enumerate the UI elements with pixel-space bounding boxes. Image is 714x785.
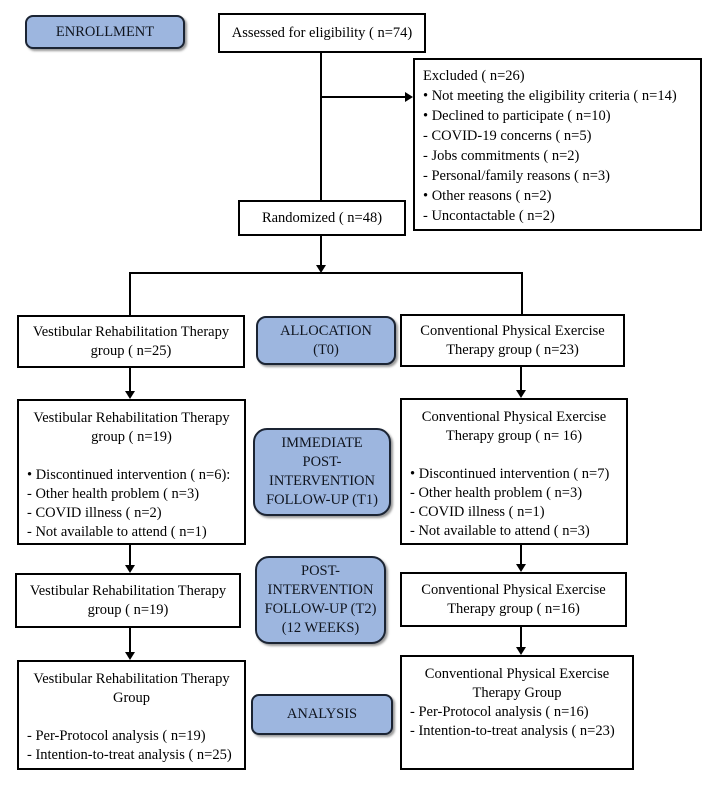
analysis-left-title-line: Group <box>112 690 151 706</box>
excluded-title: Excluded ( n=26) <box>423 68 525 84</box>
t2-right-line: Therapy group ( n=16) <box>447 600 580 617</box>
stage-t1-line: POST- <box>302 454 342 470</box>
stage-allocation-line: (T0) <box>313 341 339 358</box>
t2-left-line: Vestibular Rehabilitation Therapy <box>29 582 227 599</box>
stage-t2-line: (12 WEEKS) <box>281 620 360 636</box>
excluded-box: Excluded ( n=26) • Not meeting the eligi… <box>413 58 702 231</box>
connector-t2right-analysisright <box>520 627 522 647</box>
arrowhead-t1-right <box>516 390 526 398</box>
excluded-item: • Not meeting the eligibility criteria (… <box>423 88 677 104</box>
t1-right-title-line: Conventional Physical Exercise <box>421 409 607 425</box>
t2-right-box: Conventional Physical Exercise Therapy g… <box>400 572 627 627</box>
stage-t2-followup: POST- INTERVENTION FOLLOW-UP (T2) (12 WE… <box>255 556 386 644</box>
arrowhead-excluded <box>405 92 413 102</box>
connector-assessed-randomized <box>320 53 322 200</box>
spacer <box>19 447 244 466</box>
allocation-left-box: Vestibular Rehabilitation Therapy group … <box>17 315 245 368</box>
analysis-right-title-line: Conventional Physical Exercise <box>424 666 610 682</box>
t2-right-line: Conventional Physical Exercise <box>421 581 606 598</box>
analysis-right-title-line: Therapy Group <box>472 685 562 701</box>
randomized-text: Randomized ( n=48) <box>261 209 383 226</box>
connector-to-excluded <box>321 96 405 98</box>
analysis-right-box: Conventional Physical Exercise Therapy G… <box>400 655 634 770</box>
arrowhead-analysis-left <box>125 652 135 660</box>
assessed-eligibility-text: Assessed for eligibility ( n=74) <box>231 24 413 41</box>
t1-left-item: - Other health problem ( n=3) <box>27 486 200 502</box>
stage-t2-line: FOLLOW-UP (T2) <box>264 601 377 617</box>
stage-analysis: ANALYSIS <box>251 694 393 735</box>
t1-right-item: - COVID illness ( n=1) <box>410 504 545 520</box>
allocation-right-line: Therapy group ( n=23) <box>446 341 579 358</box>
arrowhead-t2-left <box>125 565 135 573</box>
stage-enrollment-label: ENROLLMENT <box>55 23 155 40</box>
connector-t2left-analysisleft <box>129 628 131 652</box>
analysis-left-title-line: Vestibular Rehabilitation Therapy <box>33 671 230 687</box>
randomized-box: Randomized ( n=48) <box>238 200 406 236</box>
stage-analysis-label: ANALYSIS <box>286 706 358 722</box>
allocation-right-line: Conventional Physical Exercise <box>420 322 605 339</box>
excluded-item: - Personal/family reasons ( n=3) <box>423 168 610 184</box>
stage-t1-line: INTERVENTION <box>269 473 375 489</box>
excluded-item: - Uncontactable ( n=2) <box>423 208 555 224</box>
allocation-right-box: Conventional Physical Exercise Therapy g… <box>400 314 625 367</box>
allocation-left-line: Vestibular Rehabilitation Therapy <box>32 323 230 340</box>
analysis-right-item: - Intention-to-treat analysis ( n=23) <box>410 723 615 739</box>
t1-left-item: - Not available to attend ( n=1) <box>27 524 207 540</box>
t2-left-line: group ( n=19) <box>87 601 169 618</box>
stage-enrollment: ENROLLMENT <box>25 15 185 49</box>
excluded-item: - COVID-19 concerns ( n=5) <box>423 128 592 144</box>
connector-randomized-split <box>320 236 322 266</box>
stage-allocation-line: ALLOCATION <box>280 322 372 339</box>
connector-allocleft-t1left <box>129 368 131 391</box>
arrowhead-t1-left <box>125 391 135 399</box>
arrowhead-split <box>316 265 326 273</box>
analysis-left-item: - Intention-to-treat analysis ( n=25) <box>27 747 232 763</box>
t1-right-item: • Discontinued intervention ( n=7) <box>410 466 610 482</box>
t1-left-title-line: Vestibular Rehabilitation Therapy <box>33 410 230 426</box>
t2-left-box: Vestibular Rehabilitation Therapy group … <box>15 573 241 628</box>
stage-t2-line: POST- <box>301 563 340 579</box>
split-horizontal-line <box>129 272 523 274</box>
connector-split-right <box>521 272 523 314</box>
assessed-eligibility-box: Assessed for eligibility ( n=74) <box>218 13 426 53</box>
connector-t1left-t2left <box>129 545 131 565</box>
analysis-right-item: - Per-Protocol analysis ( n=16) <box>410 704 589 720</box>
t1-left-title-line: group ( n=19) <box>91 429 172 445</box>
stage-t2-line: INTERVENTION <box>267 582 374 598</box>
t1-right-item: - Other health problem ( n=3) <box>410 485 583 501</box>
stage-t1-line: FOLLOW-UP (T1) <box>266 492 378 508</box>
connector-allocright-t1right <box>520 367 522 390</box>
spacer <box>19 708 244 727</box>
t1-right-item: - Not available to attend ( n=3) <box>410 523 590 539</box>
stage-t1-followup: IMMEDIATE POST- INTERVENTION FOLLOW-UP (… <box>253 428 391 516</box>
allocation-left-line: group ( n=25) <box>90 342 172 359</box>
excluded-item: - Jobs commitments ( n=2) <box>423 148 580 164</box>
connector-t1right-t2right <box>520 545 522 564</box>
excluded-item: • Declined to participate ( n=10) <box>423 108 611 124</box>
excluded-item: • Other reasons ( n=2) <box>423 188 552 204</box>
arrowhead-analysis-right <box>516 647 526 655</box>
connector-split-left <box>129 272 131 315</box>
stage-allocation: ALLOCATION (T0) <box>256 316 396 365</box>
t1-left-item: • Discontinued intervention ( n=6): <box>27 467 231 483</box>
t1-left-item: - COVID illness ( n=2) <box>27 505 162 521</box>
stage-t1-line: IMMEDIATE <box>281 435 363 451</box>
analysis-left-item: - Per-Protocol analysis ( n=19) <box>27 728 206 744</box>
spacer <box>402 446 626 465</box>
t1-left-box: Vestibular Rehabilitation Therapy group … <box>17 399 246 545</box>
analysis-left-box: Vestibular Rehabilitation Therapy Group … <box>17 660 246 770</box>
t1-right-box: Conventional Physical Exercise Therapy g… <box>400 398 628 545</box>
t1-right-title-line: Therapy group ( n= 16) <box>445 428 583 444</box>
arrowhead-t2-right <box>516 564 526 572</box>
